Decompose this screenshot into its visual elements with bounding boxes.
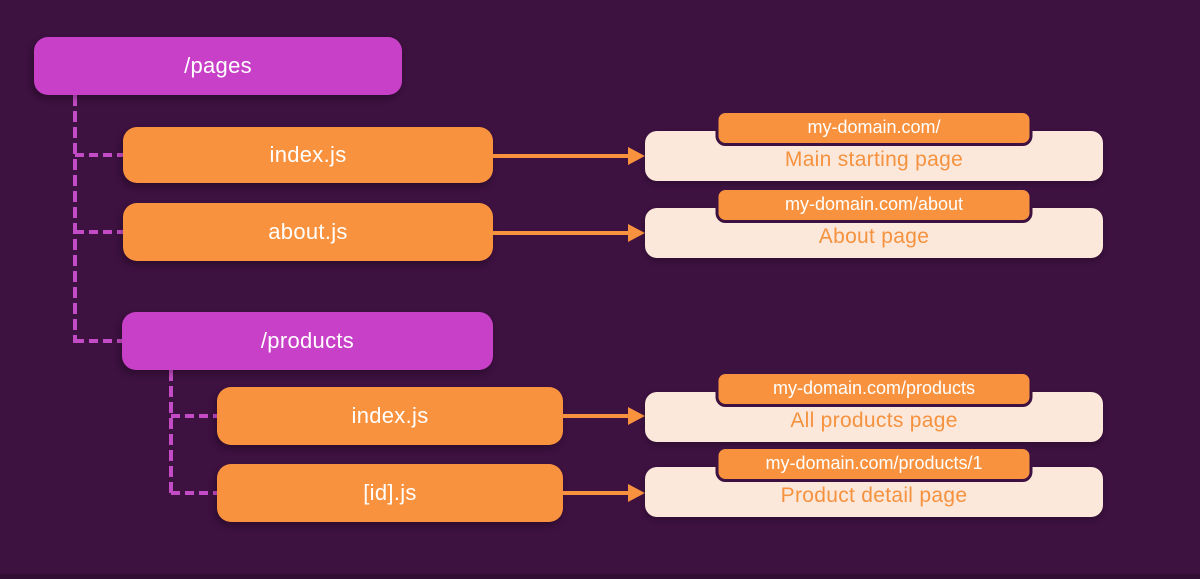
result-card-product-detail: my-domain.com/products/1 Product detail … (645, 446, 1103, 517)
dashed-connector-to-products (75, 339, 122, 343)
url-badge-product-detail: my-domain.com/products/1 (715, 446, 1033, 482)
arrow-shaft (493, 154, 632, 158)
arrow-head-icon (628, 147, 645, 165)
dashed-connector-pages-vertical (73, 95, 77, 343)
result-description-product-detail: Product detail page (780, 483, 968, 507)
url-badge-home: my-domain.com/ (715, 110, 1033, 146)
bottom-edge-shade (0, 574, 1200, 579)
result-card-about: my-domain.com/about About page (645, 187, 1103, 258)
tree-node-pages-index-file: index.js (123, 127, 493, 183)
arrow-shaft (563, 491, 632, 495)
arrow-products-index-to-products (563, 407, 645, 425)
arrow-pages-about-to-about (493, 224, 645, 242)
arrow-shaft (493, 231, 632, 235)
dashed-connector-to-pages-index (75, 153, 123, 157)
arrow-head-icon (628, 407, 645, 425)
arrow-shaft (563, 414, 632, 418)
result-description-home: Main starting page (784, 147, 964, 171)
dashed-connector-products-vertical (169, 370, 173, 494)
dashed-connector-to-products-id (171, 491, 217, 495)
tree-node-products-index-file: index.js (217, 387, 563, 445)
arrow-head-icon (628, 484, 645, 502)
tree-node-products-id-file: [id].js (217, 464, 563, 522)
tree-node-pages-folder: /pages (34, 37, 402, 95)
url-badge-about: my-domain.com/about (715, 187, 1033, 223)
dashed-connector-to-pages-about (75, 230, 123, 234)
tree-node-products-folder: /products (122, 312, 493, 370)
result-card-products: my-domain.com/products All products page (645, 371, 1103, 442)
arrow-head-icon (628, 224, 645, 242)
arrow-pages-index-to-home (493, 147, 645, 165)
dashed-connector-to-products-index (171, 414, 217, 418)
result-description-products: All products page (790, 408, 958, 432)
url-badge-products: my-domain.com/products (715, 371, 1033, 407)
arrow-products-id-to-product-detail (563, 484, 645, 502)
result-card-home: my-domain.com/ Main starting page (645, 110, 1103, 181)
tree-node-pages-about-file: about.js (123, 203, 493, 261)
result-description-about: About page (818, 224, 930, 248)
